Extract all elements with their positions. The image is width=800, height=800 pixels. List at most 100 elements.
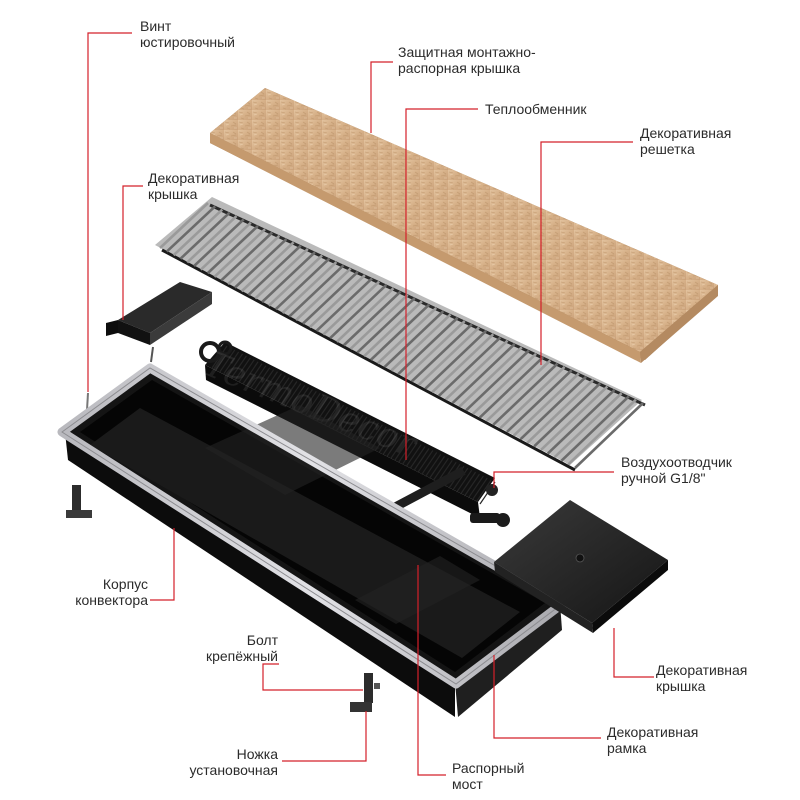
exchanger-fin	[429, 456, 446, 479]
exchanger-fin	[417, 450, 434, 473]
grille-slat	[540, 385, 609, 451]
grille-slat	[397, 316, 459, 376]
grille-slat	[308, 274, 366, 329]
grille-slat	[206, 225, 259, 275]
grille-slat	[322, 280, 381, 336]
grille-slat	[301, 270, 359, 325]
leader-grille	[540, 141, 633, 365]
exchanger-fin	[293, 387, 310, 410]
exchanger-fin	[432, 458, 449, 481]
exchanger-fin	[227, 353, 244, 377]
grille-slat	[254, 247, 309, 300]
grille-slat	[506, 369, 573, 433]
mounting-foot-left	[66, 485, 92, 518]
leader-foot	[282, 711, 367, 762]
grille-slat	[240, 241, 295, 293]
grille-slat	[267, 254, 323, 307]
grille-slat	[567, 398, 637, 466]
leader-frame	[493, 655, 601, 739]
exchanger-fin	[254, 367, 271, 391]
exchanger-fin	[405, 444, 422, 467]
grille-slat	[227, 234, 281, 286]
grille-slat	[417, 326, 480, 386]
grille-slat	[553, 392, 623, 459]
grille-slat	[213, 228, 266, 278]
grille-slat	[247, 244, 302, 296]
leader-cover-top	[122, 185, 143, 320]
grille-slat	[342, 290, 402, 347]
exchanger-fin	[281, 381, 298, 404]
grille-slat	[492, 362, 559, 426]
grille-slat	[274, 257, 331, 311]
exchanger-fin	[463, 473, 480, 497]
grille-slat	[383, 310, 445, 368]
exchanger-fin	[285, 383, 302, 406]
exchanger-fin	[471, 477, 488, 501]
exchanger-fin	[390, 436, 407, 460]
grille-slat	[370, 303, 430, 361]
exchanger-fin	[289, 385, 306, 408]
leader-lines	[87, 32, 654, 776]
mounting-foot-bottom	[350, 673, 380, 712]
exchanger-fin	[413, 448, 430, 471]
exchanger-fin	[460, 471, 477, 495]
grille-slat	[438, 336, 502, 397]
grille-slat	[465, 349, 530, 412]
grille-slat	[172, 208, 224, 257]
decorative-cover-top-part	[106, 282, 212, 345]
label-heat-exchanger: Теплообменник	[485, 101, 587, 117]
exchanger-fin	[409, 446, 426, 469]
grille-slat	[281, 261, 338, 314]
exchanger-fin	[401, 442, 418, 465]
exchanger-fin	[242, 361, 259, 385]
grille-slat	[199, 221, 252, 271]
grille-slat	[499, 365, 566, 430]
grille-slat	[574, 402, 644, 469]
leader-housing	[150, 528, 175, 601]
exchanger-fin	[382, 432, 399, 456]
grille-slat	[335, 287, 395, 343]
grille-slat	[431, 333, 495, 394]
grille-slat	[533, 382, 602, 448]
leader-protective-cover	[370, 61, 393, 133]
exchanger-fin	[246, 363, 263, 387]
exchanger-fin	[273, 377, 290, 400]
leader-heat-exchanger	[405, 108, 478, 460]
exchanger-fin	[452, 467, 469, 491]
decorative-cover-bottom-part	[494, 500, 668, 633]
exchanger-fin	[223, 351, 240, 375]
exchanger-fin	[425, 454, 442, 477]
grille-slat	[261, 251, 316, 304]
exchanger-fin	[475, 479, 492, 503]
grille-slat	[288, 264, 345, 318]
label-protective-cover: Защитная монтажно-распорная крышка	[398, 44, 536, 76]
grille-slat	[220, 231, 274, 282]
leader-adjust-screw	[87, 32, 132, 392]
protective-cover-board	[210, 88, 718, 363]
exchanger-fin	[269, 375, 286, 398]
exchanger-fin	[421, 452, 438, 475]
grille-slat	[233, 238, 288, 289]
grille-slat	[356, 297, 416, 354]
grille-slat	[193, 218, 245, 267]
grille-slat	[410, 323, 473, 383]
grille-slat	[424, 329, 488, 390]
grille-slat	[458, 346, 523, 408]
adjust-screw-part	[86, 346, 154, 411]
exchanger-fin	[456, 469, 473, 493]
grille-slat	[485, 359, 552, 423]
grille-slat	[444, 339, 509, 401]
convector-housing	[65, 370, 562, 717]
leader-air-vent	[493, 471, 614, 488]
leader-cover-bottom	[613, 628, 654, 678]
exchanger-fin	[230, 355, 247, 379]
exchanger-fin	[261, 371, 278, 394]
grille-slat	[159, 202, 209, 249]
